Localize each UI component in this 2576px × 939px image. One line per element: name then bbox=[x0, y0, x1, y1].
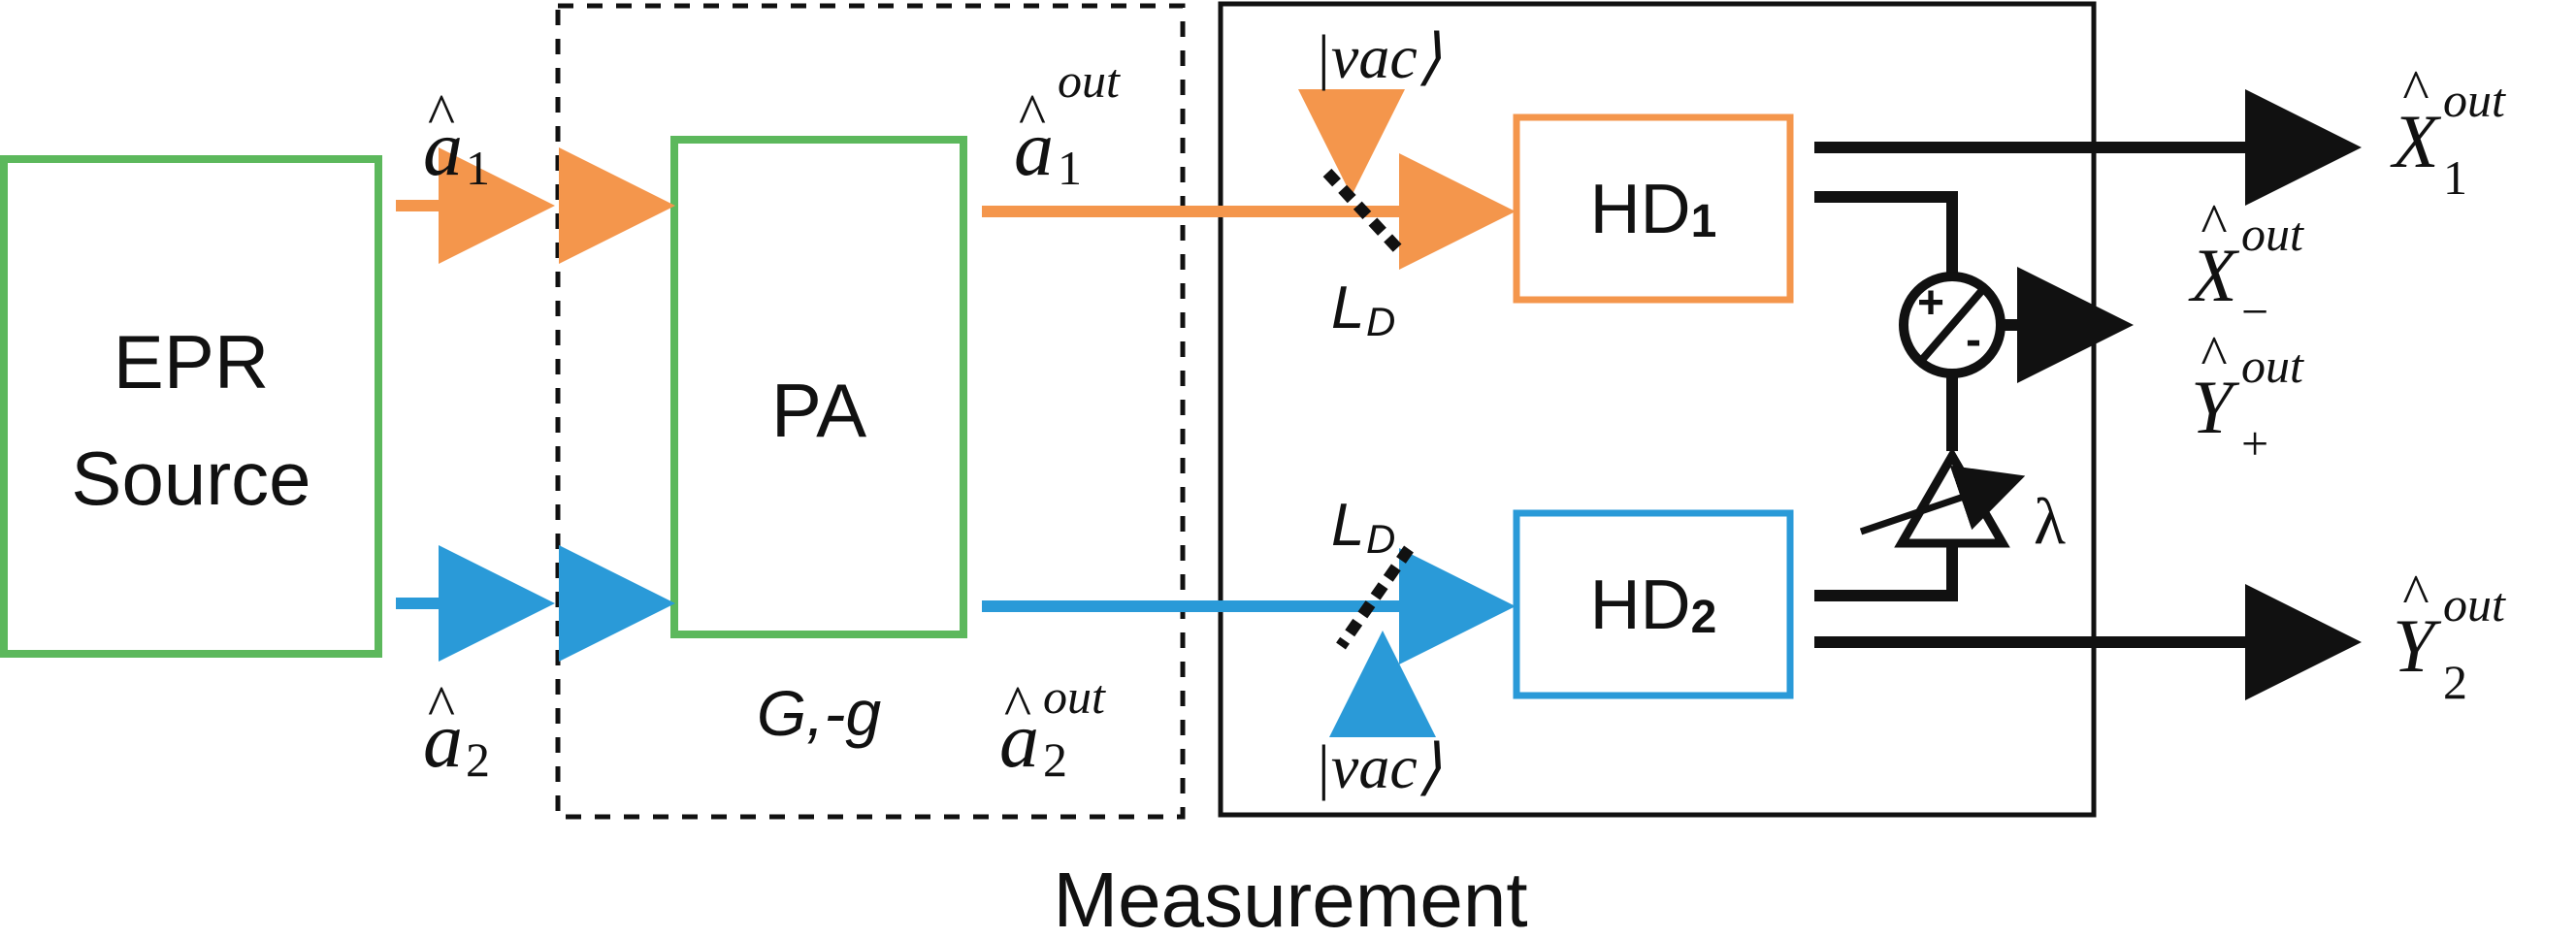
svg-text:out: out bbox=[1043, 669, 1106, 724]
svg-text:out: out bbox=[2241, 339, 2304, 393]
label-a2: ^ a 2 bbox=[423, 674, 490, 787]
hat-a1: ^ bbox=[428, 82, 455, 146]
combiner-minus: - bbox=[1966, 314, 1981, 366]
hat-xminus: ^ bbox=[2201, 192, 2227, 255]
label-y2-out: ^ Y 2 out bbox=[2393, 563, 2506, 709]
hd1-to-combiner bbox=[1814, 191, 1958, 277]
hd2-box bbox=[1513, 509, 1794, 699]
hat-x1: ^ bbox=[2402, 58, 2429, 121]
epr-source-label-line1: EPR bbox=[114, 319, 269, 405]
svg-text:out: out bbox=[1058, 53, 1121, 108]
svg-text:2: 2 bbox=[1043, 732, 1067, 787]
label-vac1: |vac⟩ bbox=[1314, 22, 1441, 91]
svg-text:out: out bbox=[2443, 73, 2506, 127]
hat-yplus: ^ bbox=[2201, 324, 2227, 387]
svg-text:1: 1 bbox=[2443, 150, 2467, 205]
pa-label: PA bbox=[771, 368, 866, 453]
svg-text:L: L bbox=[1331, 492, 1364, 559]
pa-gain-label: G,-g bbox=[757, 677, 882, 749]
measurement-box bbox=[1218, 1, 2097, 818]
svg-text:out: out bbox=[2443, 577, 2506, 631]
label-ld2: L D bbox=[1331, 492, 1395, 562]
svg-text:X: X bbox=[2188, 233, 2240, 317]
label-a2out: ^ a 2 out bbox=[999, 669, 1106, 787]
svg-text:a: a bbox=[423, 104, 463, 192]
label-lambda: λ bbox=[2034, 484, 2066, 558]
hd1-label: HD1 bbox=[1590, 171, 1717, 248]
label-a1out: ^ a 1 out bbox=[1014, 53, 1121, 195]
svg-text:D: D bbox=[1366, 516, 1395, 562]
svg-text:a: a bbox=[423, 696, 463, 784]
svg-text:−: − bbox=[2241, 284, 2268, 339]
svg-text:Y: Y bbox=[2191, 365, 2240, 449]
hat-a1out: ^ bbox=[1019, 82, 1046, 146]
pa-dashed-frame bbox=[555, 3, 1186, 820]
pa-box bbox=[670, 136, 967, 638]
hd2-label: HD2 bbox=[1590, 567, 1717, 644]
svg-text:D: D bbox=[1366, 299, 1395, 344]
hat-a2: ^ bbox=[428, 674, 455, 738]
beam-splitter-ld1 bbox=[1322, 168, 1408, 259]
svg-text:out: out bbox=[2241, 207, 2304, 261]
svg-text:1: 1 bbox=[1058, 141, 1082, 195]
label-xminus-out: ^ X − out bbox=[2188, 192, 2304, 339]
epr-source-box bbox=[0, 155, 382, 658]
label-ld1: L D bbox=[1331, 275, 1395, 344]
label-x1-out: ^ X 1 out bbox=[2390, 58, 2506, 205]
svg-text:1: 1 bbox=[466, 141, 490, 195]
svg-text:Y: Y bbox=[2393, 603, 2442, 688]
combiner-slash bbox=[1917, 286, 1987, 364]
svg-text:2: 2 bbox=[466, 732, 490, 787]
svg-text:2: 2 bbox=[2443, 655, 2467, 709]
svg-text:X: X bbox=[2390, 99, 2442, 183]
hd1-box bbox=[1513, 113, 1794, 304]
beam-splitter-ld2 bbox=[1336, 545, 1414, 650]
label-a1: ^ a 1 bbox=[423, 82, 490, 195]
label-vac2: |vac⟩ bbox=[1314, 732, 1441, 801]
svg-text:a: a bbox=[1014, 104, 1054, 192]
epr-source-label-line2: Source bbox=[71, 436, 310, 521]
measurement-caption: Measurement bbox=[1053, 857, 1527, 939]
hat-a2out: ^ bbox=[1004, 674, 1031, 738]
label-yplus-out: ^ Y + out bbox=[2191, 324, 2304, 470]
combiner-plus: + bbox=[1917, 277, 1944, 329]
gain-adjust-arrow bbox=[1859, 465, 2026, 535]
svg-text:L: L bbox=[1331, 275, 1364, 341]
svg-text:a: a bbox=[999, 696, 1039, 784]
hat-y2: ^ bbox=[2402, 563, 2429, 626]
svg-text:+: + bbox=[2241, 416, 2268, 470]
hd2-to-amplifier bbox=[1814, 543, 1958, 601]
